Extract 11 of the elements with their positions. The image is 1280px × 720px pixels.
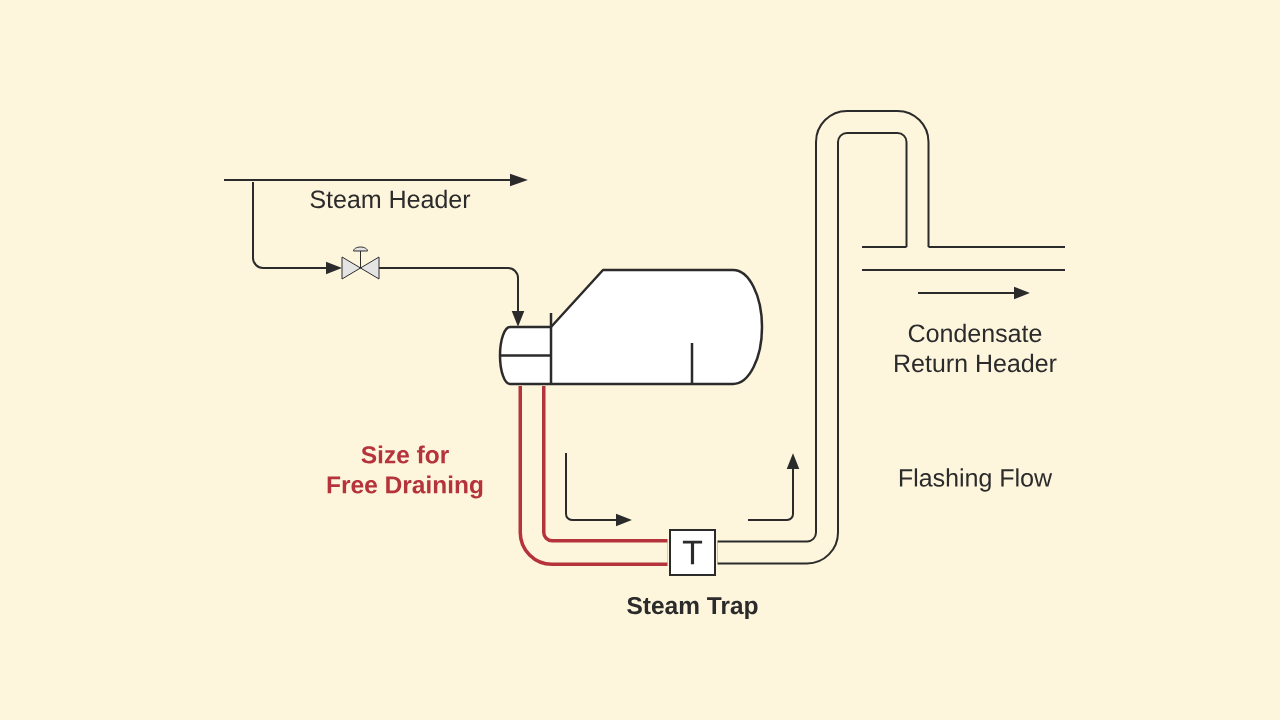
- trap-box: T: [669, 529, 716, 576]
- pipe: [518, 386, 668, 566]
- pipe-label: Condensate Return Header: [895, 323, 1057, 373]
- pipe-label: Steam Header: [310, 189, 471, 209]
- heat-exchanger: [498, 268, 764, 386]
- valve-symbol: [341, 246, 380, 280]
- node-caption: Steam Trap: [627, 596, 758, 620]
- pipe: [717, 110, 930, 565]
- header-pipe: [861, 246, 1066, 271]
- flow-label: Flashing Flow: [899, 468, 1053, 492]
- edge-label: Size for Free Draining: [327, 445, 483, 499]
